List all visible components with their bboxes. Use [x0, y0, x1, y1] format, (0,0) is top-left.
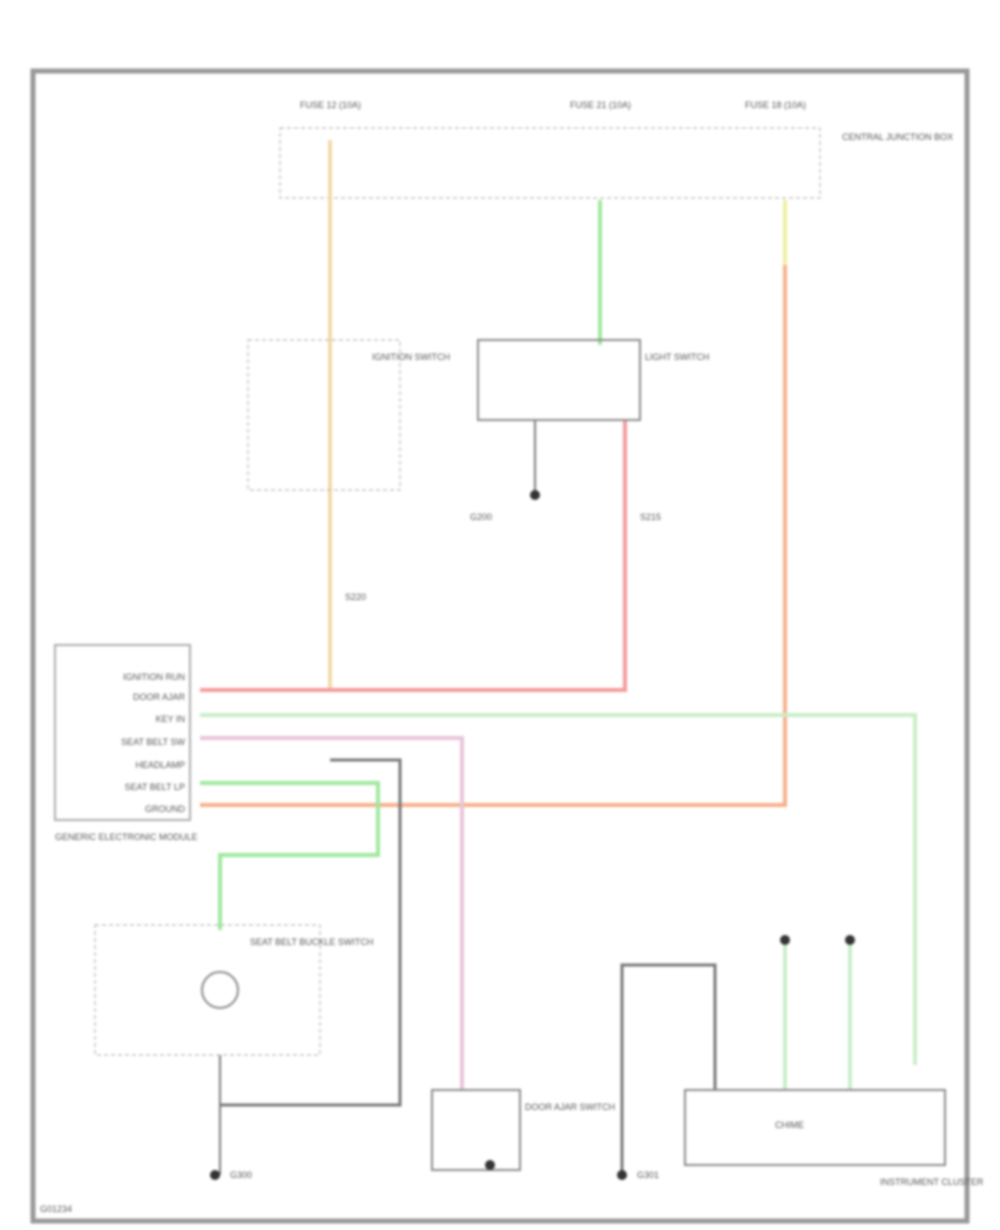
wire-lightgreen — [200, 713, 917, 1065]
footer-code: G01234 — [40, 1204, 72, 1214]
wire-red — [200, 420, 627, 692]
ground-dot-4 — [617, 1170, 627, 1180]
ignition-switch-label: IGNITION SWITCH — [372, 352, 450, 362]
wire-green-bottom — [200, 781, 380, 930]
wire-ground-2 — [620, 963, 717, 1175]
splice-1-label: S215 — [640, 512, 661, 522]
ground-dot-3 — [485, 1160, 495, 1170]
junction-box — [279, 127, 821, 199]
fuse-label-3: FUSE 18 (10A) — [745, 100, 806, 110]
fuse-label-2: FUSE 21 (10A) — [570, 100, 631, 110]
wire-gray — [220, 758, 402, 1107]
light-switch-box — [477, 339, 641, 421]
fuse-label-1: FUSE 12 (10A) — [300, 100, 361, 110]
speaker-label: CHIME — [775, 1120, 804, 1130]
wire-tan — [200, 140, 332, 692]
ground-1-label: G200 — [470, 512, 492, 522]
wire-pink — [200, 736, 464, 1090]
outer-border — [30, 68, 970, 1224]
buckle-switch-box — [94, 924, 321, 1056]
module-label: GENERIC ELECTRONIC MODULE — [55, 832, 198, 842]
pin-label: SEAT BELT LP — [125, 782, 185, 792]
pin-label: KEY IN — [156, 714, 185, 724]
pin-label: IGNITION RUN — [123, 672, 185, 682]
pin-label: HEADLAMP — [135, 760, 185, 770]
pin-label: DOOR AJAR — [133, 692, 186, 702]
wire-buckle — [783, 940, 852, 1090]
door-switch-box — [431, 1089, 521, 1171]
wire-orange — [200, 265, 787, 807]
light-switch-label: LIGHT SWITCH — [645, 352, 709, 362]
junction-box-label: CENTRAL JUNCTION BOX — [842, 132, 953, 142]
door-switch-label: DOOR AJAR SWITCH — [525, 1102, 615, 1112]
connector-dot — [845, 935, 855, 945]
splice-2-label: S220 — [345, 592, 366, 602]
buckle-switch-symbol — [201, 971, 239, 1009]
ground-dot-1 — [530, 490, 540, 500]
ignition-switch-box — [247, 339, 401, 491]
connector-dot — [780, 935, 790, 945]
ground-3-label: G301 — [637, 1170, 659, 1180]
pin-label: GROUND — [145, 804, 185, 814]
buckle-switch-label: SEAT BELT BUCKLE SWITCH — [250, 937, 373, 947]
wires — [200, 140, 917, 1175]
instrument-cluster-box — [684, 1089, 946, 1166]
ground-dot-2 — [210, 1170, 220, 1180]
pin-label: SEAT BELT SW — [121, 737, 185, 747]
ground-2-label: G300 — [230, 1170, 252, 1180]
module-box — [54, 644, 191, 821]
module-pins: IGNITION RUN DOOR AJAR KEY IN SEAT BELT … — [121, 672, 185, 814]
cluster-label: INSTRUMENT CLUSTER — [880, 1177, 984, 1187]
